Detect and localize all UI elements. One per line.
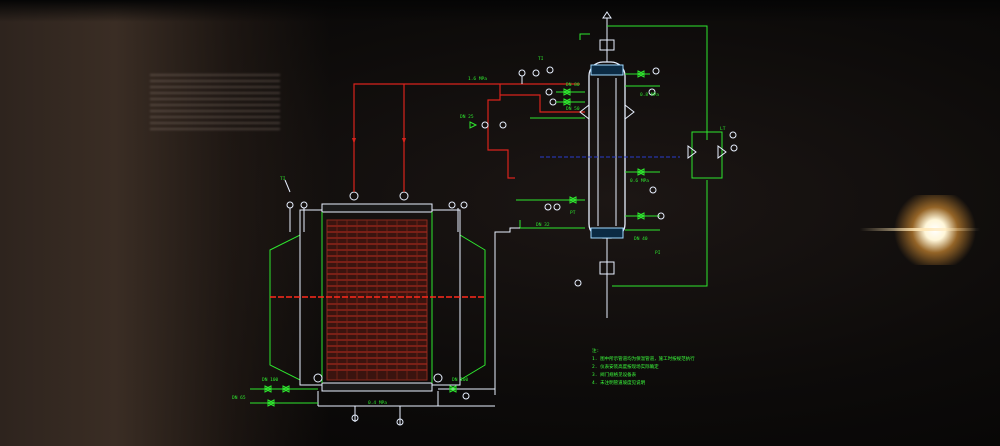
tag-pt: PT: [570, 210, 576, 216]
exchanger-gauges: [284, 179, 468, 232]
ambient-wall-glow: [0, 0, 330, 446]
column-right-gauges: [574, 67, 665, 287]
pressure-gauge-icon: [286, 201, 294, 209]
label-col-b: DN 50: [566, 106, 580, 112]
feed-line: [494, 199, 585, 395]
pressure-gauge-icon: [729, 131, 737, 139]
drain-right: [433, 373, 443, 383]
pressure-gauge-icon: [448, 201, 456, 209]
pressure-gauge-icon: [574, 279, 582, 287]
label-bottom-4: DN 100: [452, 377, 469, 383]
label-header-pressure: 1.6 MPa: [468, 76, 487, 82]
column-left-instruments: [481, 66, 585, 129]
notes-title: 注:: [592, 347, 599, 354]
flow-arrow-icon: [352, 138, 356, 144]
pressure-gauge-icon: [549, 98, 557, 106]
label-right-3: DN 40: [634, 236, 648, 242]
tag-ti: TI: [538, 56, 544, 62]
bottom-piping: [250, 388, 495, 426]
pressure-gauge-icon: [649, 186, 657, 194]
valve-bowtie-icon: [717, 145, 727, 159]
distillation-column: [540, 11, 680, 318]
top-pipe: [579, 33, 590, 40]
support-lug-right: [624, 103, 635, 121]
notes-line-1: 1. 图中所示管道均为保温管道，施工时按规范执行: [592, 355, 695, 362]
return-line: [612, 180, 708, 287]
pressure-gauge-icon: [730, 144, 738, 152]
notes-line-3: 3. 阀门规格见设备表: [592, 371, 637, 378]
label-right-1: 0.8 MPa: [640, 92, 659, 98]
label-bottom-1: DN 100: [262, 377, 279, 383]
pressure-gauge-icon: [532, 69, 540, 77]
pressure-gauge-icon: [518, 69, 526, 77]
column-right-instruments: [625, 70, 660, 231]
top-nozzle-left: [349, 191, 359, 201]
drain-left: [313, 373, 323, 383]
bottom-valves: [263, 385, 458, 407]
pressure-gauge-icon: [462, 392, 470, 400]
pressure-gauge-icon: [499, 121, 507, 129]
column-bottom-head: [590, 227, 624, 239]
pressure-gauge-icon: [553, 203, 561, 211]
bottom-nozzle: [599, 261, 615, 275]
tag-ti-left: TI: [280, 176, 286, 182]
light-flare-streak: [860, 228, 980, 231]
pressure-gauge-icon: [460, 201, 468, 209]
column-shell: [588, 61, 626, 239]
pressure-gauge-icon: [546, 66, 554, 74]
hot-to-column: [500, 94, 585, 113]
pressure-gauge-icon: [481, 121, 489, 129]
ceiling-light-reflection: [150, 70, 280, 130]
hot-header: [353, 83, 580, 192]
valve-bowtie-icon: [687, 145, 697, 159]
left-bonnet: [269, 234, 301, 381]
tag-pi: PI: [655, 250, 661, 256]
pressure-gauge-icon: [396, 418, 404, 426]
pressure-gauge-icon: [300, 201, 308, 209]
label-col-c: DN 25: [460, 114, 474, 120]
pressure-gauge-icon: [657, 212, 665, 220]
support-lug-left: [579, 103, 590, 121]
label-col-a: DN 80: [566, 82, 580, 88]
screen-top-edge: [0, 0, 1000, 22]
pressure-gauge-icon: [544, 203, 552, 211]
tag-lt: LT: [720, 126, 726, 132]
hot-piping: [353, 83, 585, 192]
valve-bowtie-icon: [469, 121, 478, 129]
notes-block: 注: 1. 图中所示管道均为保温管道，施工时按规范执行 2. 仪表安装高度按现场…: [592, 347, 695, 386]
top-flange: [321, 203, 433, 213]
top-nozzle-right: [399, 191, 409, 201]
notes-line-2: 2. 仪表安装高度按现场实际确定: [592, 363, 659, 370]
pressure-gauge-icon: [652, 67, 660, 75]
notes-line-4: 4. 未注明管道坡度见说明: [592, 379, 646, 386]
overhead-line: [607, 25, 708, 140]
pressure-gauge-icon: [351, 414, 359, 422]
pressure-gauge-icon: [545, 88, 553, 96]
label-bottom-2: DN 65: [232, 395, 246, 401]
top-nozzle: [599, 39, 615, 51]
pressure-gauge-icon: [648, 88, 656, 96]
bottom-flange: [321, 382, 433, 392]
flow-arrow-icon: [402, 138, 406, 144]
bypass-valves: [687, 131, 738, 159]
heat-exchanger: [269, 191, 486, 406]
hot-loop: [487, 84, 515, 179]
right-bonnet: [459, 234, 486, 381]
column-top-head: [590, 64, 624, 76]
vent-cap-icon: [602, 11, 612, 19]
column-left-valves: [469, 88, 572, 129]
label-feed: DN 32: [536, 222, 550, 228]
label-right-2: 0.6 MPa: [630, 178, 649, 184]
feed-valves: [568, 196, 578, 204]
label-bottom-3: 0.4 MPa: [368, 400, 387, 406]
coil-columns: [336, 220, 418, 380]
